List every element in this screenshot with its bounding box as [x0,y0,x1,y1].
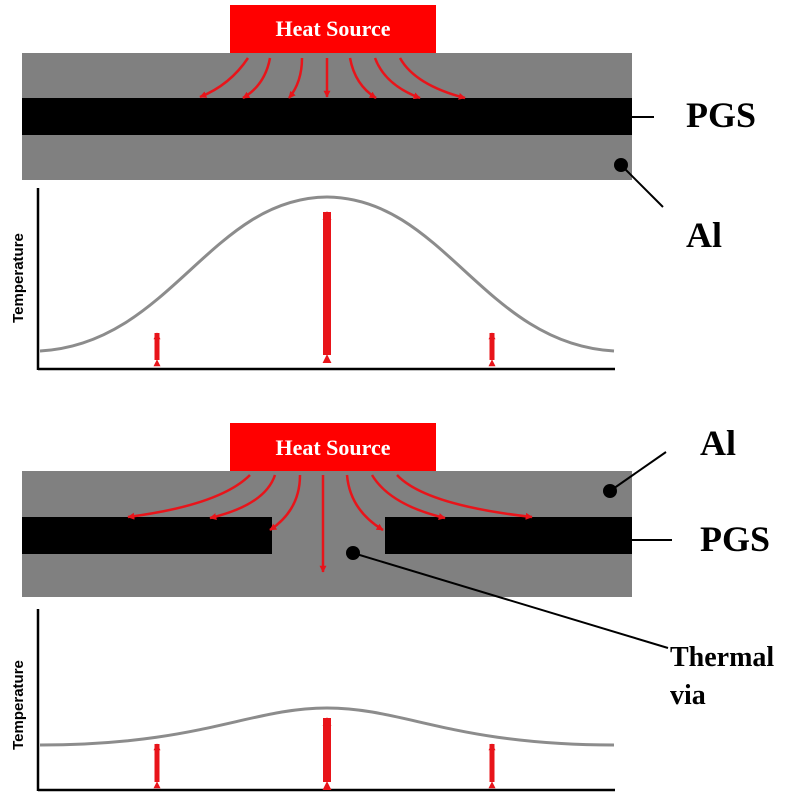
pgs-layer-top [22,98,632,135]
pgs-layer-bottom-left [22,517,272,554]
temperature-curve-top [39,195,615,353]
temperature-rise-arrows-top [153,211,496,367]
temperature-graph-bottom: Temperature [10,609,615,792]
heat-flow-arrows-top [199,57,466,100]
temperature-rise-arrows-bottom [153,717,496,791]
heat-flow-arrows-bottom [127,474,533,573]
heat-source-top [230,5,436,53]
heat-source-bottom [230,423,436,471]
al-leader-bottom [609,451,667,492]
al-label-top: Al [686,215,722,255]
pgs-layer-bottom-right [385,517,632,554]
thermal-via-leader [352,552,669,649]
al-leader-top [620,164,664,208]
pgs-label-top: PGS [686,95,756,135]
bottom-panel: Heat Source Al PGS Thermal via Temperatu… [10,423,774,792]
thermal-via-label-line1: Thermal [670,642,774,673]
heat-source-label-top: Heat Source [275,16,390,41]
temperature-curve-bottom [39,706,615,747]
thermal-via-label-line2: via [670,680,706,711]
al-label-bottom: Al [700,423,736,463]
temperature-graph-top: Temperature [10,188,615,371]
top-panel: Heat Source PGS Al Temperature [10,5,756,371]
y-axis-label-top: Temperature [10,233,27,323]
y-axis-label-bottom: Temperature [10,660,27,750]
pgs-label-bottom: PGS [700,519,770,559]
heat-source-label-bottom: Heat Source [275,435,390,460]
